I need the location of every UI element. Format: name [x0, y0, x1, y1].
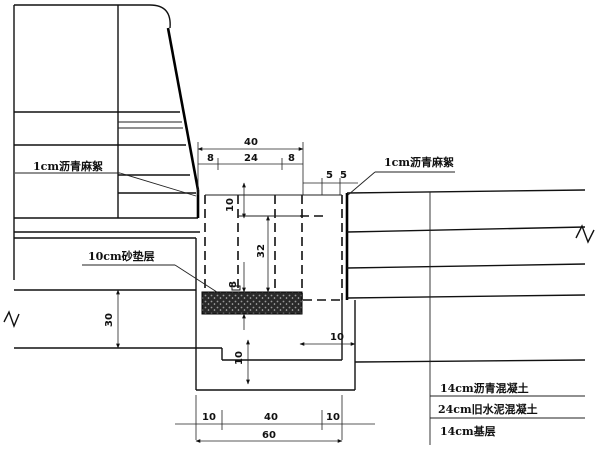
dim-top-left: 8	[207, 153, 214, 164]
dim-inner-depth: 32	[256, 244, 267, 258]
dim-bottom-right: 10	[326, 412, 340, 423]
asphalt-hemp-joint	[196, 190, 349, 300]
right-pavement	[346, 189, 595, 445]
dimension-lines	[15, 142, 455, 443]
sand-cushion-label: 10cm砂垫层	[88, 249, 155, 263]
dim-gap-b: 5	[340, 170, 347, 181]
legend-item-old-concrete: 24cm旧水泥混凝土	[438, 402, 538, 416]
dim-bottom-total: 60	[262, 430, 276, 441]
dim-top-mid: 24	[244, 153, 258, 164]
legend-item-base: 14cm基层	[440, 424, 496, 438]
left-slab	[3, 231, 200, 349]
dim-bottom-left: 10	[202, 412, 216, 423]
legend-item-asphalt: 14cm沥青混凝土	[440, 381, 529, 395]
barrier-wall	[13, 4, 200, 280]
dim-bottom-mid: 40	[264, 412, 278, 423]
dim-sand-depth: 8	[228, 281, 239, 288]
asphalt-hemp-label-right: 1cm沥青麻絮	[384, 155, 454, 169]
dim-bottom-step: 10	[234, 351, 245, 365]
dim-left-depth: 30	[104, 313, 115, 327]
dim-top-right: 8	[288, 153, 295, 164]
dim-gap-a: 5	[326, 170, 333, 181]
asphalt-hemp-label-left: 1cm沥青麻絮	[33, 159, 103, 173]
trench-outline	[201, 194, 343, 315]
dim-top-total: 40	[244, 137, 258, 148]
dim-cap-depth: 10	[225, 198, 236, 212]
dim-step-width: 10	[330, 332, 344, 343]
